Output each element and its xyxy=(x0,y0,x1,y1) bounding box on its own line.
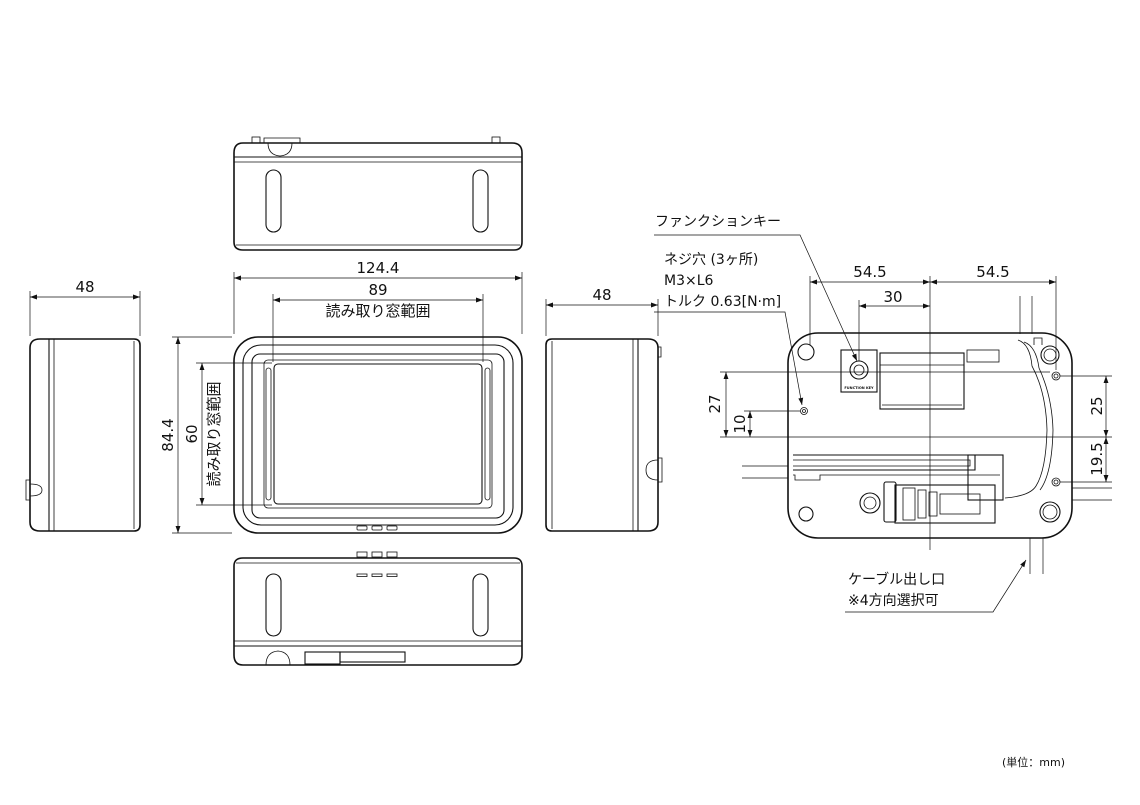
dim-read-window-height: 60 xyxy=(183,424,201,443)
dim-read-window-width: 89 xyxy=(368,281,387,299)
dim-back-left-half: 54.5 xyxy=(853,263,886,281)
dim-right-offset-19-5: 19.5 xyxy=(1088,442,1106,475)
top-view xyxy=(233,136,523,251)
dimension-lines xyxy=(29,234,1112,613)
cable-exit-callout-line1: ケーブル出し口 xyxy=(848,571,945,588)
dim-side-depth-left: 48 xyxy=(75,278,94,296)
left-side-view xyxy=(25,338,141,532)
dim-right-offset-25: 25 xyxy=(1088,396,1106,415)
dim-width-total: 124.4 xyxy=(357,259,400,277)
function-key-callout: ファンクションキー xyxy=(655,214,781,230)
dim-height-total: 84.4 xyxy=(159,418,177,451)
front-view xyxy=(233,336,523,534)
dim-side-depth-right: 48 xyxy=(592,286,611,304)
bottom-view xyxy=(233,551,523,666)
dim-hole-offset-27: 27 xyxy=(706,394,724,413)
read-window-label: 読み取り窓範囲 xyxy=(325,302,430,320)
function-key-tiny-label: FUNCTION KEY xyxy=(844,386,874,390)
screw-hole-callout-line3: トルク 0.63[N·m] xyxy=(664,294,781,310)
dim-hole-offset-10: 10 xyxy=(731,414,749,433)
right-side-view xyxy=(545,338,663,532)
screw-hole-callout-line2: M3×L6 xyxy=(664,273,714,289)
unit-note: (単位：mm) xyxy=(1002,755,1065,769)
screw-hole-callout-line1: ネジ穴 (3ヶ所) xyxy=(664,252,758,268)
dim-key-offset: 30 xyxy=(883,288,902,306)
dim-back-right-half: 54.5 xyxy=(976,263,1009,281)
cable-exit-callout-line2: ※4方向選択可 xyxy=(848,593,939,609)
read-window-label-vertical: 読み取り窓範囲 xyxy=(205,381,223,486)
